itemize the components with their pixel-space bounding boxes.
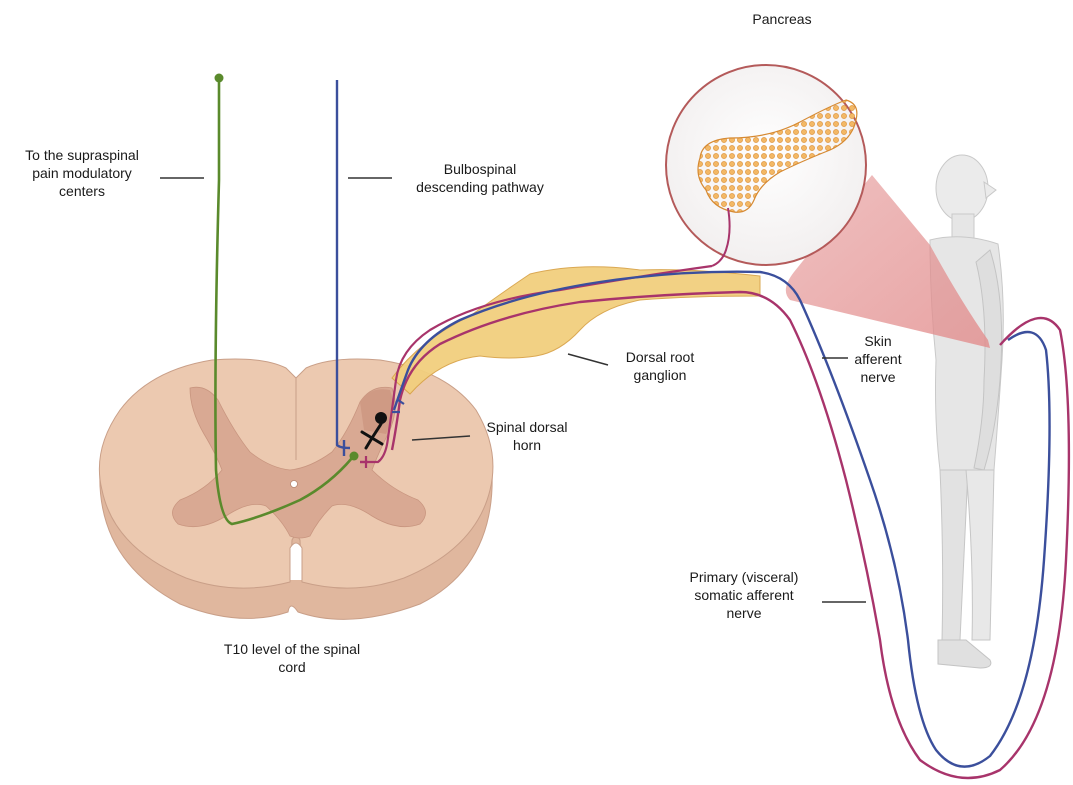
label-dorsal-root-ganglion: Dorsal root ganglion xyxy=(606,348,714,384)
spinal-cord-cross-section xyxy=(99,359,493,619)
label-skin-afferent-nerve: Skin afferent nerve xyxy=(838,332,918,386)
label-supraspinal: To the supraspinal pain modulatory cente… xyxy=(6,146,158,200)
human-body-figure xyxy=(930,155,1003,668)
green-synapse-dot xyxy=(350,452,359,461)
label-primary-afferent-nerve: Primary (visceral) somatic afferent nerv… xyxy=(666,568,822,622)
label-spinal-dorsal-horn: Spinal dorsal horn xyxy=(472,418,582,454)
central-canal xyxy=(291,481,298,488)
label-t10-level: T10 level of the spinal cord xyxy=(186,640,398,676)
leader-drg xyxy=(568,354,608,365)
label-pancreas: Pancreas xyxy=(722,10,842,28)
label-bulbospinal: Bulbospinal descending pathway xyxy=(396,160,564,196)
pancreas-zoom-circle xyxy=(666,65,866,266)
supraspinal-terminal-dot xyxy=(215,74,224,83)
